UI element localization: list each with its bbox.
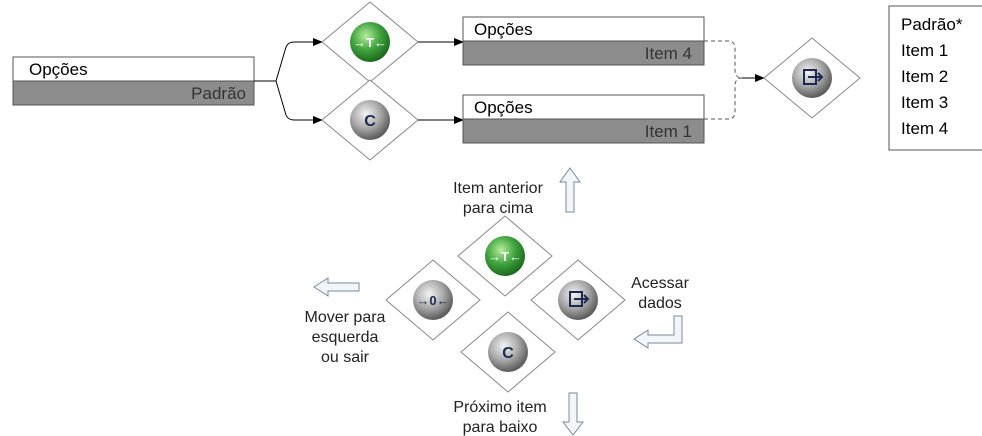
upper-options-value: Item 4 <box>645 44 692 63</box>
enter-legend-icon[interactable] <box>569 291 590 307</box>
tare-key-icon[interactable]: →T← <box>353 35 387 50</box>
option-item: Item 4 <box>901 119 948 138</box>
zero-key-diamond-legend: →0← <box>385 259 481 341</box>
down-label-line1: Próximo item <box>453 399 546 416</box>
clear-key-legend-icon[interactable]: C <box>502 345 514 362</box>
down-label-line2: para baixo <box>463 419 538 436</box>
left-label-line3: ou sair <box>321 349 370 366</box>
lower-options-box: Opções Item 1 <box>462 94 705 144</box>
tare-key-diamond-top: →T← <box>321 1 419 83</box>
main-options-title: Opções <box>29 60 88 79</box>
lower-options-title: Opções <box>474 98 533 117</box>
dashed-merge-connector <box>704 40 743 120</box>
up-label-line1: Item anterior <box>453 180 543 197</box>
clear-key-diamond-top: C <box>321 79 419 161</box>
zero-key-legend-icon[interactable]: →0← <box>416 293 449 308</box>
main-options-value: Padrão <box>191 84 246 103</box>
enter-label-line1: Acessar <box>631 275 689 292</box>
clear-key-icon[interactable]: C <box>364 113 376 130</box>
enter-label-line2: dados <box>638 295 682 312</box>
left-arrow-icon <box>313 277 360 297</box>
option-item: Padrão* <box>901 15 963 34</box>
upper-options-title: Opções <box>474 20 533 39</box>
up-arrow-icon <box>559 167 581 213</box>
tare-key-diamond-legend: →T← <box>457 215 553 297</box>
options-list-box: Padrão* Item 1 Item 2 Item 3 Item 4 <box>888 5 982 151</box>
clear-key-diamond-legend: C <box>460 311 556 393</box>
up-label-line2: para cima <box>463 200 533 217</box>
down-arrow-icon <box>561 392 585 436</box>
enter-key-diamond-legend <box>530 259 626 341</box>
option-item: Item 2 <box>901 67 948 86</box>
option-item: Item 3 <box>901 93 948 112</box>
enter-icon[interactable] <box>803 69 824 85</box>
main-options-box: Opções Padrão <box>12 56 255 106</box>
return-arrow-icon <box>633 315 683 349</box>
left-label-line2: esquerda <box>312 329 379 346</box>
enter-key-diamond-top <box>763 37 861 119</box>
fork-connector <box>254 38 323 124</box>
upper-options-box: Opções Item 4 <box>462 16 705 66</box>
lower-options-value: Item 1 <box>645 122 692 141</box>
left-label-line1: Mover para <box>305 309 386 326</box>
option-item: Item 1 <box>901 41 948 60</box>
tare-key-legend-icon[interactable]: →T← <box>488 249 522 264</box>
